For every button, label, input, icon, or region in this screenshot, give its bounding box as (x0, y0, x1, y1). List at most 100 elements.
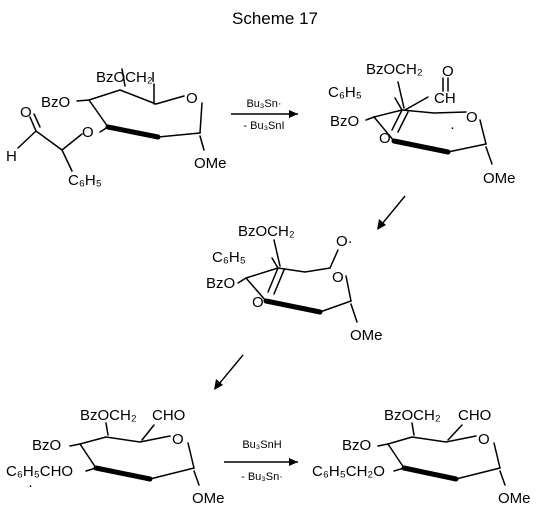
mol2-ome-bond (485, 146, 493, 165)
mol2-bzoch2-label: BzOCH₂ (366, 61, 423, 78)
mol3-bzo-label: BzO (206, 275, 235, 292)
step4-arrowhead (289, 458, 298, 466)
mol2-ch-label: CH (434, 90, 456, 107)
mol1-ring-bottom-bold-bond (105, 124, 161, 140)
mol1-ether-chain-bonds (35, 130, 83, 151)
molecule-4-carbon-radical: BzOCH₂ CHO BzO O C₆H₅CHO · OMe (6, 407, 225, 507)
mol1-aldehyde-h-bond (17, 130, 37, 149)
mol2-ch-bond (404, 96, 429, 111)
mol5-ring-left-bond (387, 443, 405, 469)
mol2-ring-oxygen-label: O (466, 109, 478, 126)
mol4-ome-label: OMe (192, 490, 225, 507)
mol2-bridge-oxygen-label: O (379, 130, 391, 147)
mol4-ether-bond (85, 467, 97, 472)
mol2-ring-top-bonds (373, 109, 467, 118)
mol1-iodo-label: I (151, 69, 155, 86)
mol3-ring-o-c1-bond (345, 275, 352, 302)
mol2-radical-dot: · (450, 119, 455, 136)
mol1-bzo-bond (76, 99, 90, 102)
mol1-ring-bottom-right-bond (157, 132, 201, 138)
mol2-bzoch2-bond (397, 81, 405, 109)
step3-arrowhead (214, 379, 223, 390)
molecule-1-iodo-sugar: BzOCH₂ I BzO O O O H C₆H₅ OMe (6, 68, 227, 189)
mol1-ether-oxygen-label: O (82, 124, 94, 141)
mol3-bzo-bond (237, 277, 247, 284)
scheme-title: Scheme 17 (232, 9, 318, 28)
molecule-5-product: BzOCH₂ CHO BzO O C₆H₅CH₂O OMe (312, 407, 531, 507)
mol3-bridge-oxygen-label: O (252, 294, 264, 311)
mol5-bzoch2-label: BzOCH₂ (384, 407, 441, 424)
mol3-ome-bond (350, 303, 358, 323)
mol4-ome-bond (193, 470, 200, 486)
mol5-ome-label: OMe (498, 490, 531, 507)
mol4-ring-bottom-bold-bond (93, 465, 153, 482)
step1-reagent-label: Bu₃Sn· (246, 98, 281, 110)
step3-arrow-line (218, 354, 244, 385)
mol2-ring-bottom-right-bond (447, 143, 487, 153)
mol2-phenyl-bond (394, 97, 403, 111)
mol1-ring-oxygen-label: O (186, 90, 198, 107)
mol3-bzoch2-bond (273, 239, 281, 267)
mol3-bridge-bonds (267, 267, 285, 295)
mol4-bzoch2-bond (105, 422, 109, 436)
mol4-ring-left-bond (79, 443, 97, 469)
mol5-cho-label: CHO (458, 407, 491, 424)
mol4-c6h5cho-label: C₆H₅CHO (6, 463, 73, 480)
mol4-cho-bond (141, 424, 155, 441)
mol3-ring-bottom-bold-bond (263, 298, 323, 315)
step2-arrowhead (377, 219, 386, 230)
mol2-carbonyl-double-bond (442, 77, 449, 92)
mol5-bzo-label: BzO (342, 437, 371, 454)
mol1-phenyl-bond (61, 149, 73, 172)
mol4-bzoch2-label: BzOCH₂ (80, 407, 137, 424)
mol5-ring-oxygen-label: O (478, 431, 490, 448)
mol2-carbonyl-oxygen-label: O (442, 63, 454, 80)
mol1-ome-bond (199, 135, 205, 151)
mol4-ring-bottom-right-bond (149, 467, 195, 480)
mol4-cho-label: CHO (152, 407, 185, 424)
step1-arrowhead (289, 110, 298, 118)
mol1-bzo-label: BzO (41, 94, 70, 111)
step4-byproduct-label: - Bu₃Sn· (241, 471, 283, 483)
mol2-ring-bottom-bold-bond (391, 138, 451, 155)
mol2-bzo-label: BzO (330, 113, 359, 130)
mol3-oxy-radical-label: O· (336, 233, 353, 250)
mol1-aldehyde-h-label: H (6, 148, 17, 165)
mol2-ring-left-bond (373, 116, 395, 142)
mol1-carbonyl-oxygen-label: O (20, 104, 32, 121)
mol5-cho-bond (447, 424, 463, 441)
mol2-bzo-bond (365, 116, 375, 121)
mol2-phenyl-label: C₆H₅ (328, 84, 362, 101)
mol1-phenyl-label: C₆H₅ (68, 172, 102, 189)
mol4-bzo-label: BzO (32, 437, 61, 454)
mol1-ome-label: OMe (194, 155, 227, 172)
mol2-bridge-bonds (391, 109, 409, 133)
mol1-bzoch2-label: BzOCH₂ (96, 69, 153, 86)
mol5-ether-bond (393, 467, 405, 472)
mol3-ring-bottom-right-bond (319, 300, 352, 313)
mol3-ring-left-bond (245, 277, 267, 302)
mol4-radical-dot: · (28, 477, 33, 494)
reaction-step-3-arrow (214, 354, 244, 390)
reaction-step-2-arrow (377, 195, 406, 230)
mol4-ring-oxygen-label: O (172, 431, 184, 448)
step4-reagent-label: Bu₃SnH (242, 439, 281, 451)
reaction-step-4: Bu₃SnH - Bu₃Sn· (224, 439, 298, 483)
mol2-ome-label: OMe (483, 170, 516, 187)
molecule-2-bridged-radical: BzOCH₂ O C₆H₅ CH BzO O O · OMe (328, 61, 516, 187)
mol1-ether-bond (99, 126, 109, 133)
mol3-oxy-bond (329, 249, 339, 269)
molecule-3-alkoxy-radical: BzOCH₂ O· C₆H₅ BzO O O OMe (206, 223, 383, 344)
mol4-bzo-bond (69, 443, 81, 447)
mol2-ring-o-c1-bond (479, 119, 487, 145)
mol3-bzoch2-label: BzOCH₂ (238, 223, 295, 240)
mol5-ome-bond (499, 470, 506, 486)
mol5-c6h5ch2o-label: C₆H₅CH₂O (312, 463, 385, 480)
mol5-bzoch2-bond (411, 422, 415, 436)
mol4-ring-o-c1-bond (187, 442, 195, 469)
mol5-ring-bottom-bold-bond (401, 465, 459, 482)
mol3-phenyl-label: C₆H₅ (212, 249, 246, 266)
mol1-ring-o-c1-bond (199, 102, 203, 134)
mol1-carbonyl-double-bond (29, 113, 41, 132)
mol1-ring-left-bond (88, 99, 109, 128)
